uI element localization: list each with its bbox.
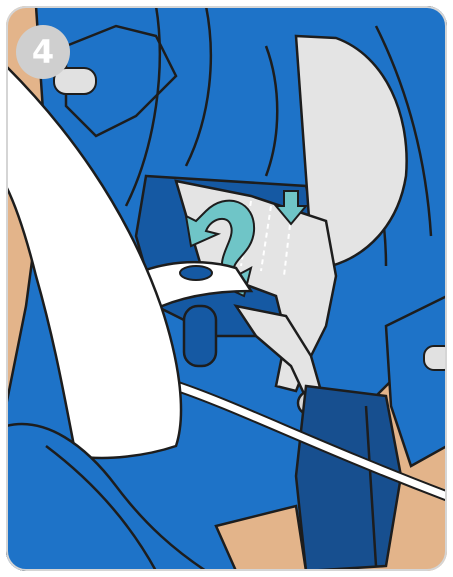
buckle-slot xyxy=(180,266,212,280)
step-number: 4 xyxy=(32,36,54,68)
car-seat-illustration xyxy=(6,6,447,571)
instruction-frame xyxy=(6,6,447,571)
step-number-badge: 4 xyxy=(16,25,70,79)
arm-knob xyxy=(424,346,447,370)
buckle-post xyxy=(184,306,216,366)
lower-right-component xyxy=(296,386,401,571)
